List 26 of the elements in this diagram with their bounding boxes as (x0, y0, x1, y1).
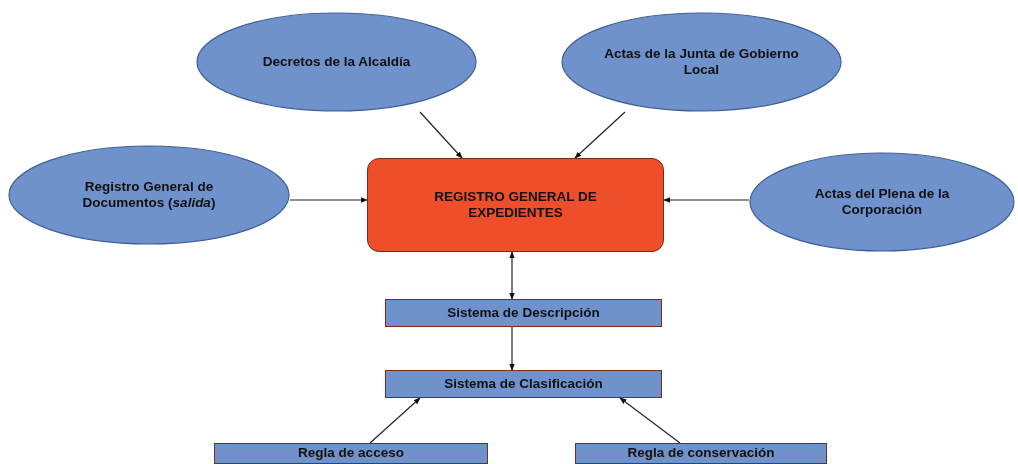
source-ellipse (196, 12, 477, 112)
node-label: Regla de conservación (627, 445, 775, 462)
node-label: REGISTRO GENERAL DE EXPEDIENTES (433, 188, 598, 222)
arrow (419, 111, 463, 159)
arrow (509, 251, 515, 300)
source-ellipse (561, 12, 842, 112)
process-box (385, 299, 662, 327)
central-box (367, 158, 664, 252)
arrow (369, 397, 421, 444)
node-label: Sistema de Clasificación (444, 375, 603, 393)
node-label: Registro General de Documentos (salida) (81, 178, 217, 212)
process-box (575, 443, 827, 464)
arrow (574, 111, 626, 159)
source-ellipse (749, 152, 1015, 252)
source-ellipse (8, 145, 290, 245)
node-label: Regla de acceso (298, 445, 404, 462)
node-label: Actas de la Junta de Gobierno Local (603, 45, 800, 79)
arrow (619, 397, 681, 444)
arrow (663, 197, 750, 203)
node-label: Actas del Plena de la Corporación (813, 185, 951, 219)
node-label: Sistema de Descripción (447, 304, 600, 322)
process-box (385, 370, 662, 398)
process-box (214, 443, 488, 464)
arrow (509, 326, 515, 371)
node-label: Decretos de la Alcaldía (262, 53, 411, 71)
arrow (289, 197, 368, 203)
